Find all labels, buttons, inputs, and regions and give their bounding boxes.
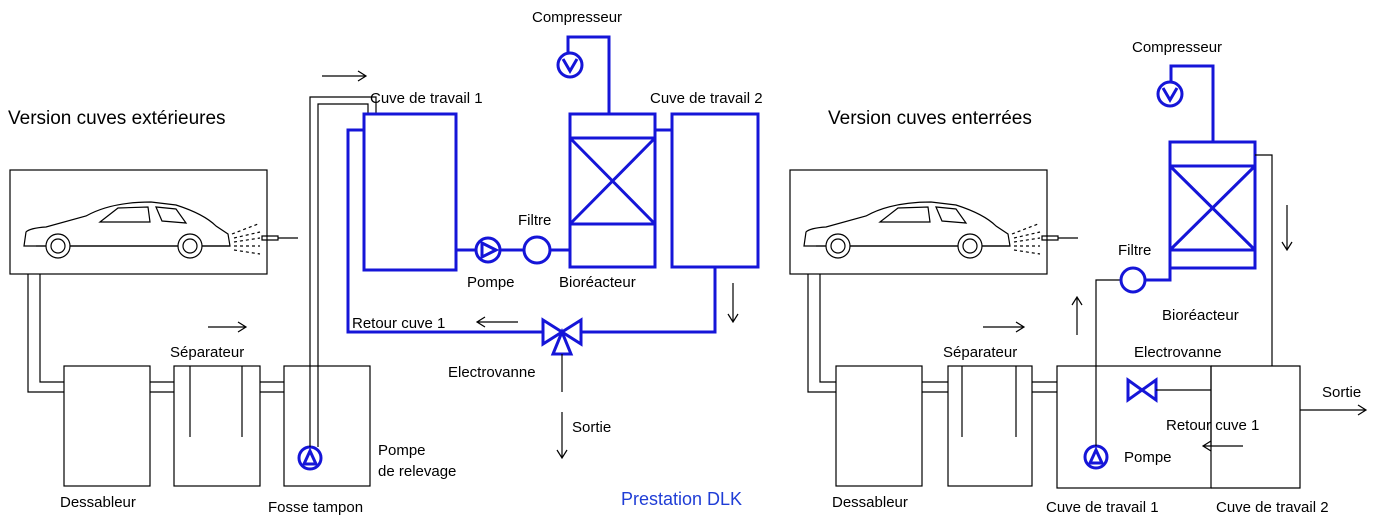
left-compresseur-icon — [556, 51, 584, 79]
left-pompe-relevage-icon — [297, 445, 323, 471]
right-wash-bay — [789, 169, 1048, 275]
right-dessableur-tank — [835, 365, 923, 487]
left-down-arrow — [727, 283, 739, 324]
left-compresseur-label: Compresseur — [532, 9, 622, 26]
left-fosse-tampon-tank — [283, 365, 371, 487]
right-pompe-label: Pompe — [1124, 449, 1172, 466]
right-cuve-travail-2-label: Cuve de travail 2 — [1216, 499, 1329, 516]
left-retour-cuve-1-label: Retour cuve 1 — [352, 315, 445, 332]
left-fosse-tampon-label: Fosse tampon — [268, 499, 363, 516]
right-dessableur-label: Dessableur — [832, 494, 908, 511]
right-retour-arrow — [1201, 440, 1243, 452]
right-air-line — [1169, 64, 1215, 142]
left-dessableur-tank — [63, 365, 151, 487]
right-cuve-travail-2 — [1211, 365, 1301, 489]
left-pompe-label: Pompe — [467, 274, 515, 291]
right-separateur-label: Séparateur — [943, 344, 1017, 361]
left-riser-arrow — [322, 70, 368, 82]
left-filtre-icon — [522, 235, 552, 265]
left-retour-arrow — [475, 316, 518, 328]
right-car-wash-icon — [803, 201, 1079, 259]
left-electrovanne-icon — [541, 317, 583, 356]
right-compresseur-label: Compresseur — [1132, 39, 1222, 56]
right-separateur-tank — [947, 365, 1033, 487]
right-version: Version cuves enterrées Dessableur Sépar… — [789, 39, 1368, 516]
left-cuve-travail-1-label: Cuve de travail 1 — [370, 90, 483, 107]
left-drain-pipe — [27, 274, 64, 393]
left-car-wash-icon — [23, 201, 299, 259]
right-pump-riser — [1095, 279, 1120, 446]
left-title: Version cuves extérieures — [8, 108, 226, 129]
left-sortie-arrow — [556, 412, 568, 460]
left-dessableur-label: Dessableur — [60, 494, 136, 511]
left-sortie-label: Sortie — [572, 419, 611, 436]
left-wash-bay — [9, 169, 268, 275]
right-bioreacteur-label: Bioréacteur — [1162, 307, 1239, 324]
right-filtre-label: Filtre — [1118, 242, 1151, 259]
right-up-arrow — [1071, 295, 1083, 335]
right-overflow-line — [1255, 154, 1273, 366]
left-bioreacteur — [568, 112, 657, 269]
right-down-arrow — [1281, 205, 1293, 252]
right-retour-cuve-1-label: Retour cuve 1 — [1166, 417, 1259, 434]
right-electrovanne-icon — [1126, 377, 1158, 403]
right-pompe-icon — [1083, 444, 1109, 470]
left-riser-pipe — [309, 96, 377, 447]
left-filtre-label: Filtre — [518, 212, 551, 229]
right-drain-pipe — [807, 274, 836, 393]
right-compresseur-icon — [1156, 80, 1184, 108]
left-pompe-relevage-label-1: Pompe — [378, 442, 426, 459]
right-flow-arrow — [983, 321, 1026, 333]
right-title: Version cuves enterrées — [828, 108, 1032, 129]
left-electrovanne-label: Electrovanne — [448, 364, 536, 381]
right-bioreacteur — [1168, 140, 1257, 270]
left-flow-arrow — [208, 321, 248, 333]
brand-label: Prestation DLK — [621, 489, 742, 509]
left-bioreacteur-label: Bioréacteur — [559, 274, 636, 291]
left-air-line — [566, 35, 611, 114]
left-cuve-travail-2 — [670, 112, 760, 269]
left-pompe-relevage-label-2: de relevage — [378, 463, 456, 480]
left-cuve-travail-2-label: Cuve de travail 2 — [650, 90, 763, 107]
left-cuve-travail-1 — [362, 112, 458, 272]
right-sortie-label: Sortie — [1322, 384, 1361, 401]
right-cuve-travail-1-label: Cuve de travail 1 — [1046, 499, 1159, 516]
left-return-line — [346, 128, 717, 334]
right-sortie-arrow — [1300, 404, 1368, 416]
left-pompe-icon — [474, 236, 502, 264]
left-separateur-label: Séparateur — [170, 344, 244, 361]
right-filtre-icon — [1119, 266, 1147, 294]
left-version: Version cuves extérieures Dessableur Sép… — [8, 9, 763, 516]
right-electrovanne-label: Electrovanne — [1134, 344, 1222, 361]
left-separateur-tank — [173, 365, 261, 487]
